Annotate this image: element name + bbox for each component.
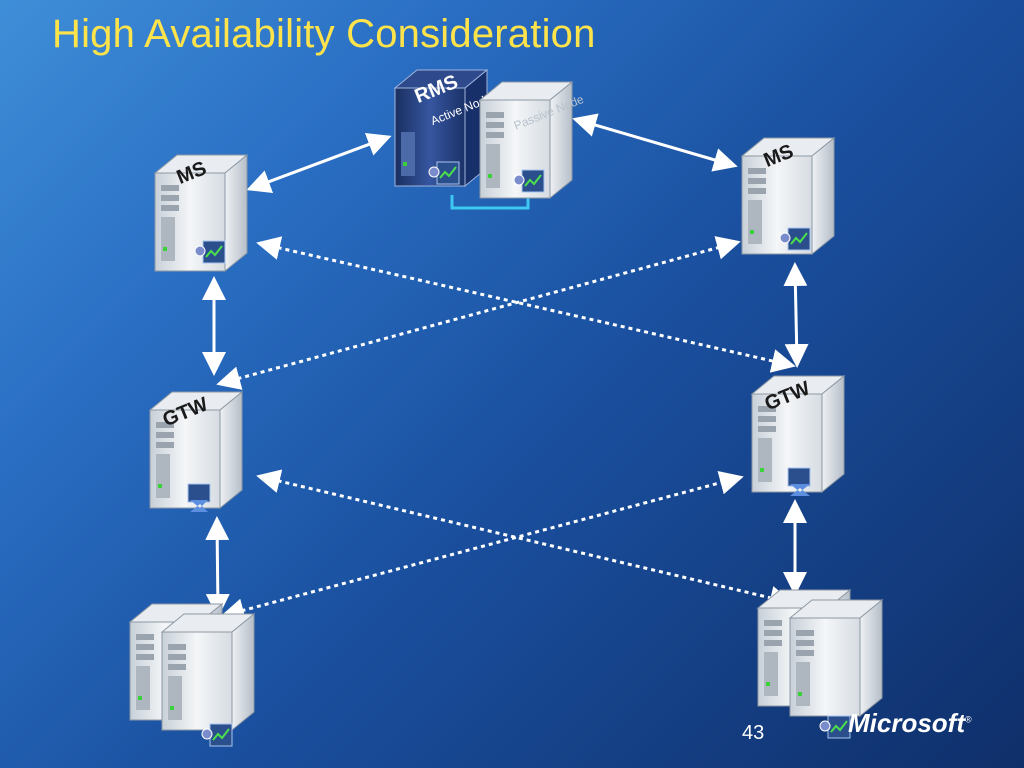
slide-title: High Availability Consideration — [52, 12, 596, 56]
page-number: 43 — [742, 722, 765, 744]
rms-active-node: RMS Active Node — [393, 68, 494, 188]
ms-server-right: MS — [741, 137, 835, 255]
link-rms-ms-left — [246, 133, 392, 193]
app-monitor-icon — [819, 715, 851, 739]
gtw-server-right: GTW — [751, 375, 845, 496]
link-ms-gtw-right — [783, 262, 809, 368]
ms-server-left: MS — [154, 154, 248, 272]
link-gtw-right-agents-left — [220, 471, 744, 622]
rms-passive-node: Passive Node — [479, 81, 586, 199]
cluster-link — [450, 195, 530, 210]
rms-cluster: RMS Active Node Passive Node — [393, 68, 586, 210]
gateway-icon — [190, 500, 208, 512]
link-gtw-agents-left — [205, 516, 230, 618]
link-ms-left-gtw-right — [256, 236, 796, 373]
link-ms-right-gtw-left — [216, 236, 741, 390]
link-rms-ms-right — [572, 113, 738, 172]
dashed-links — [216, 236, 796, 622]
gtw-server-left: GTW — [149, 391, 243, 512]
gateway-icon — [790, 484, 810, 496]
link-gtw-left-agents-right — [256, 469, 794, 610]
agent-servers-left — [129, 603, 255, 747]
microsoft-logo: Microsoft® — [848, 708, 972, 738]
